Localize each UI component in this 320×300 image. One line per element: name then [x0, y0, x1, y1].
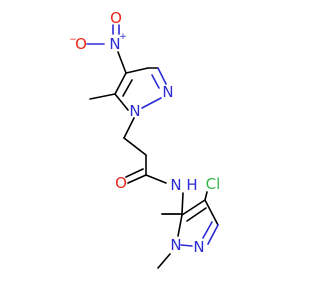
- bond-c4b-cl: [204, 191, 208, 201]
- atom-pyrazole1-n2: N: [162, 83, 173, 101]
- charge-minus: −: [69, 35, 77, 45]
- atom-amide-n: N: [170, 176, 181, 194]
- bond-c4-nitro: [117, 51, 127, 74]
- atom-pyrazole1-n1: N: [129, 102, 140, 120]
- atom-chloro: Cl: [206, 175, 221, 193]
- bond-c3b-n2b-double: [202, 221, 213, 239]
- molecule-diagram: O − N + O N N O N H Cl N N: [69, 9, 221, 269]
- atom-pyrazole2-n1: N: [170, 236, 181, 254]
- bond-n2b-n1b: [180, 244, 193, 247]
- atom-amide-h: H: [186, 176, 197, 194]
- bond-carbonyl-o-double: [125, 168, 144, 178]
- atom-nitro-n: N: [109, 35, 120, 53]
- bond-c4-c5: [114, 72, 127, 95]
- atom-pyrazole2-n2: N: [193, 238, 204, 256]
- bond-n1-ch2: [123, 117, 135, 139]
- bond-n2-c3-double: [151, 74, 160, 89]
- bond-n-ch2: [181, 192, 184, 215]
- bond-n1b-c5b: [177, 214, 183, 237]
- charge-plus: +: [119, 32, 127, 42]
- bond-carbonyl-n: [145, 174, 167, 184]
- bond-c4b-c3b: [204, 199, 219, 226]
- structure-canvas: O − N + O N N O N H Cl N N: [69, 9, 221, 269]
- bond-c5-n1: [114, 93, 129, 111]
- bond-c5-methyl: [89, 93, 116, 100]
- bond-c4-c5-double: [122, 79, 133, 97]
- bond-n1-n2: [141, 97, 162, 109]
- bond-carbonyl-o: [127, 174, 147, 184]
- atom-nitro-o-minus: O: [75, 35, 87, 53]
- bond-n2-c3: [157, 67, 167, 85]
- bond-c4-c3: [125, 67, 149, 74]
- bond-c5b-c4b: [181, 199, 206, 216]
- bond-n1b-methyl: [157, 253, 171, 269]
- bond-ch2-ch2: [123, 137, 147, 156]
- atom-amide-o: O: [115, 174, 127, 192]
- bond-c3b-n2b: [207, 224, 219, 245]
- bond-c5b-c4b-double: [186, 207, 207, 222]
- atom-nitro-o: O: [110, 9, 122, 27]
